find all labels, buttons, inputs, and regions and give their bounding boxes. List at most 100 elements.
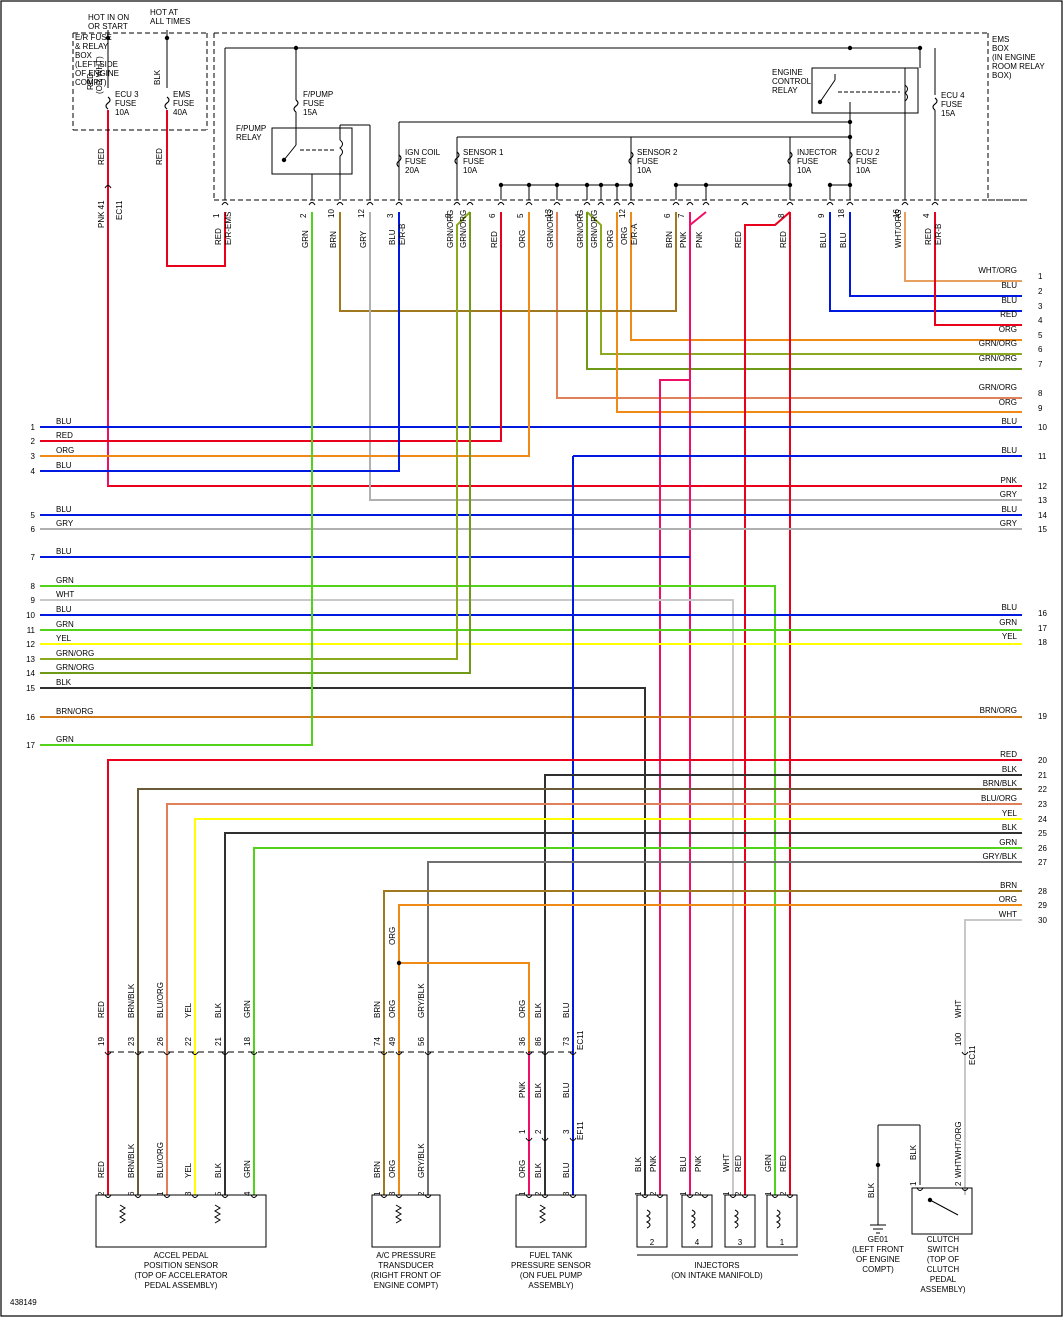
fpump-relay-label: RELAY: [236, 133, 262, 142]
right-line-color: BLU: [1001, 505, 1017, 514]
line-l13: [40, 211, 471, 660]
injector-pin-number: 2: [779, 1191, 788, 1196]
injector-pin: [786, 1194, 794, 1198]
injector-pin-number: 1: [764, 1191, 773, 1196]
connector-pin-number: 12: [357, 209, 366, 218]
ems-connector-pin: [686, 202, 694, 206]
splice-dot: [847, 134, 853, 140]
wire-r5: [630, 212, 1022, 341]
connector-name: E/R-A: [630, 223, 639, 245]
wire-r30: [964, 919, 1022, 1195]
wire-r2: [849, 212, 1022, 297]
connector-pin-number: 4: [922, 213, 931, 218]
diagram-id: 438149: [10, 1298, 37, 1307]
sensor-wire-color: BRN: [373, 1161, 382, 1178]
ems-connector-pin: [366, 202, 374, 206]
ign-fuse-label: FUSE: [405, 157, 426, 166]
ground-wire-color: BLK: [867, 1182, 876, 1198]
right-line-color: BLU/ORG: [981, 794, 1017, 803]
line-l17: [40, 212, 313, 746]
line-l15: [40, 687, 646, 1195]
injector-pin: [701, 1194, 709, 1198]
right-line-number: 19: [1038, 712, 1047, 721]
ec11-pin-number: 26: [156, 1037, 165, 1046]
right-line-number: 16: [1038, 609, 1047, 618]
connector-wire-color: RED: [734, 231, 743, 248]
ems-connector-pin: [672, 202, 680, 206]
right-line-number: 13: [1038, 496, 1047, 505]
sens1-fuse-label: 10A: [463, 166, 478, 175]
right-line-number: 7: [1038, 360, 1043, 369]
ecu2-fuse-label: 10A: [856, 166, 871, 175]
ec11-wire-color: ORG: [388, 1000, 397, 1018]
fuel-sensor-label: ASSEMBLY): [528, 1281, 574, 1290]
connector-wire-color: ORG: [606, 230, 615, 248]
fuel-resistor: [539, 1204, 546, 1224]
left-line-number: 16: [26, 713, 35, 722]
connector-wire-color: GRN/ORG: [576, 210, 585, 248]
injector-pin-number: 2: [734, 1191, 743, 1196]
ec11-pin: [250, 1051, 258, 1055]
hot-all-label: ALL TIMES: [150, 17, 190, 26]
left-line-number: 4: [31, 467, 36, 476]
connector-wire-color: GRY: [359, 230, 368, 248]
left-line-color: WHT: [56, 590, 74, 599]
splice-dot: [498, 182, 504, 188]
engine-relay-label: ENGINE: [772, 68, 803, 77]
sensor-pin: [221, 1194, 229, 1198]
line-l3: [40, 212, 530, 457]
left-line-color: GRN: [56, 620, 74, 629]
wire-r25: [224, 832, 1022, 1195]
ef11-wire-color: BLK: [534, 1082, 543, 1098]
pnk41-connector: [104, 185, 112, 189]
ems-connector-pin: [613, 202, 621, 206]
ec11-pin: [395, 1051, 403, 1055]
injector-wire-color: GRN: [764, 1154, 773, 1172]
accel-sensor-label: PEDAL ASSEMBLY): [145, 1281, 218, 1290]
ec11-wire-color: YEL: [184, 1002, 193, 1018]
injectors-label: (ON INTAKE MANIFOLD): [671, 1271, 763, 1280]
injector-pin: [741, 1194, 749, 1198]
ems-connector-pin: [221, 202, 229, 206]
sensor-wire-color: RED: [97, 1161, 106, 1178]
injector-pin-number: 1: [722, 1191, 731, 1196]
ec11-wire-color: BLK: [534, 1002, 543, 1018]
left-line-color: BLU: [56, 605, 72, 614]
clutch-switch-box: [911, 1187, 973, 1235]
ec11-label: EC11: [576, 1030, 585, 1050]
wire-label-blk: BLK: [153, 69, 162, 85]
wire-r28: [383, 890, 1022, 1195]
ec11-pin-number: 23: [127, 1037, 136, 1046]
sens2-fuse-label: FUSE: [637, 157, 658, 166]
sensor-wire-color: ORG: [388, 1160, 397, 1178]
sensor-pin: [380, 1194, 388, 1198]
sensor-wire-color: BRN/BLK: [127, 1143, 136, 1178]
sens2-fuse-label: 10A: [637, 166, 652, 175]
connector-pin-number: 12: [618, 209, 627, 218]
wire-r4: [934, 212, 1022, 326]
ec11-pin-number: 100: [954, 1032, 963, 1046]
fpump-fuse-symbol: [293, 99, 299, 113]
ems-connector-pin: [901, 202, 909, 206]
clutch-switch-label: SWITCH: [927, 1245, 959, 1254]
clutch-pin-number: 2: [954, 1181, 963, 1186]
sensor-wire-color: BLK: [214, 1162, 223, 1178]
right-line-number: 23: [1038, 800, 1047, 809]
connector-pin-number: 1: [212, 213, 221, 218]
sensor-wire-color: ORG: [518, 1160, 527, 1178]
ef11-pin-number: 3: [562, 1129, 571, 1134]
right-line-number: 15: [1038, 525, 1047, 534]
er-box-label: COMPT): [75, 78, 107, 87]
connector-pin-number: 5: [516, 213, 525, 218]
ecu4-fuse-symbol: [932, 97, 938, 111]
right-line-color: RED: [1000, 750, 1017, 759]
wire-r3: [829, 212, 1022, 312]
hot-all-label: HOT AT: [150, 8, 178, 17]
connector-wire-color: BLU: [388, 229, 397, 245]
right-line-number: 26: [1038, 844, 1047, 853]
clutch-wire-color: BLK: [909, 1144, 918, 1160]
ems-connector-pin: [826, 202, 834, 206]
ef11-pin: [569, 1137, 577, 1141]
wire-r23: [166, 803, 1022, 1195]
